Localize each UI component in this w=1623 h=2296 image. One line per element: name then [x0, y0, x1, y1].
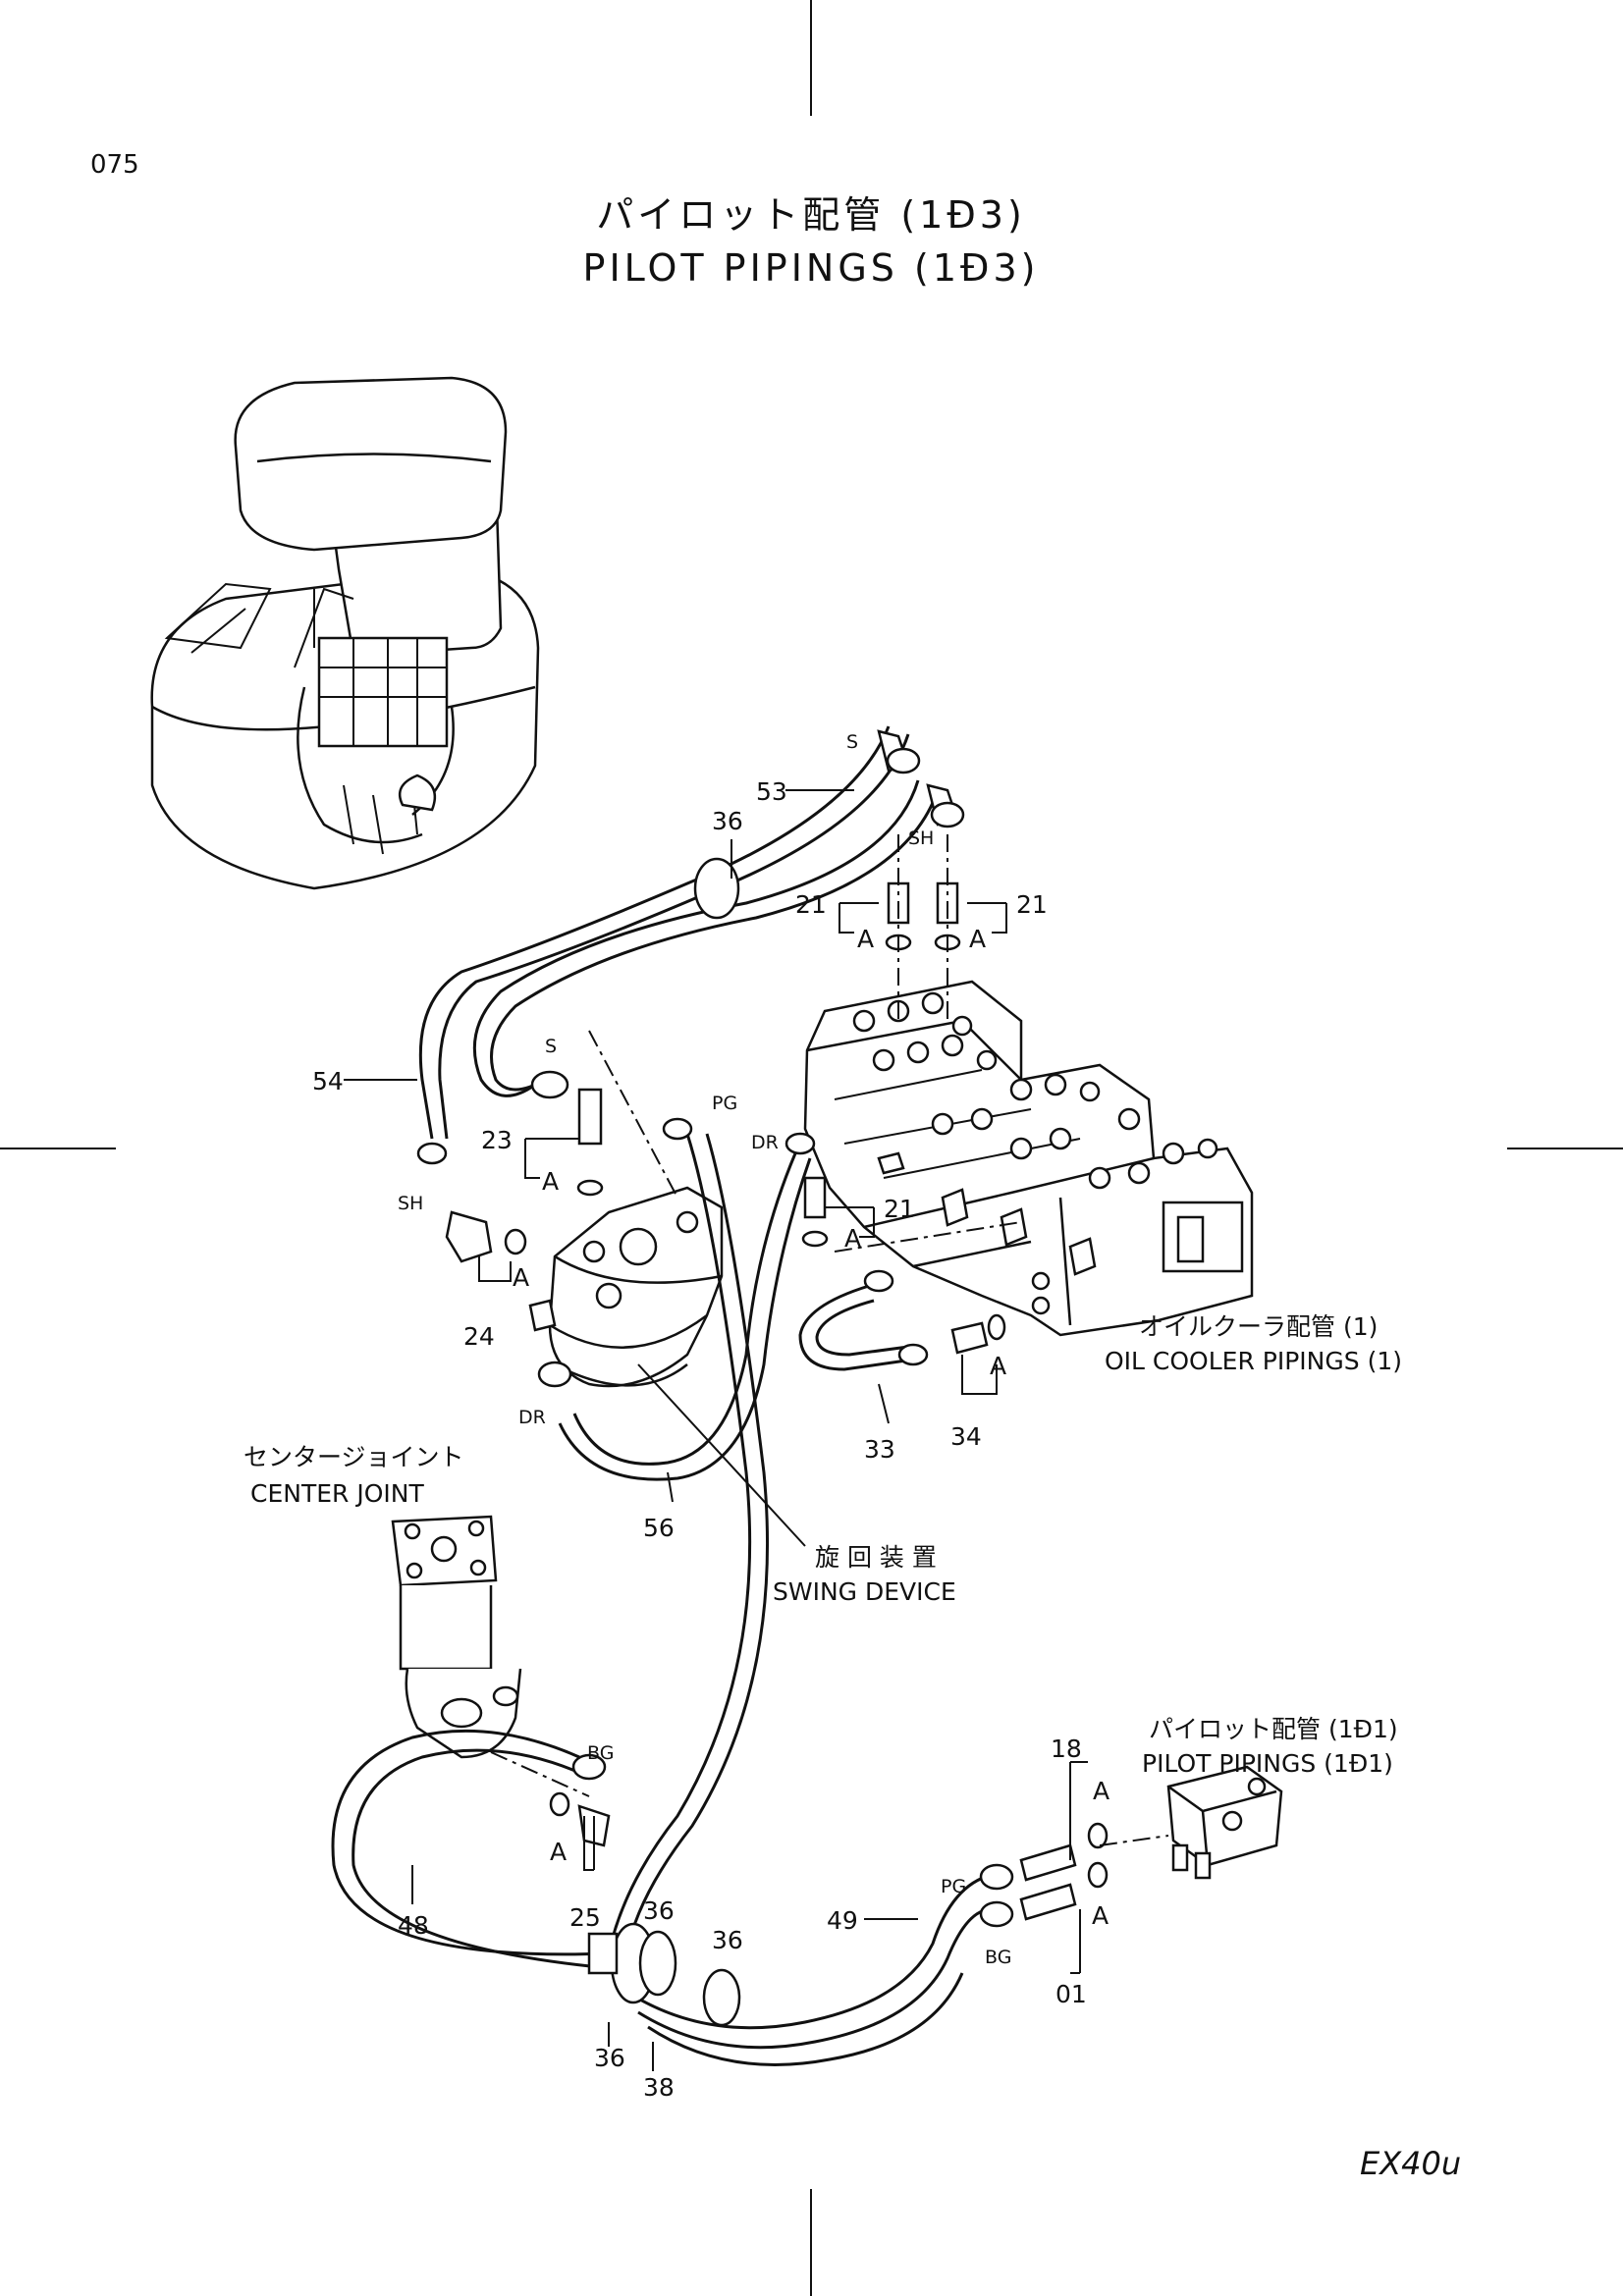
- callout-s-mid: S: [545, 1036, 557, 1057]
- callout-36-c: 36: [594, 2044, 625, 2072]
- notes: オイルクーラ配管 (1) OIL COOLER PIPINGS (1) センター…: [243, 1312, 1402, 1778]
- page-number: 075: [90, 150, 139, 180]
- callout-01: 01: [1055, 1980, 1087, 2008]
- callout-a-right: A: [969, 925, 986, 953]
- callout-36-b: 36: [712, 1926, 743, 1954]
- callout-36-top: 36: [712, 807, 743, 835]
- callout-a-21low: A: [844, 1224, 861, 1253]
- callout-33: 33: [864, 1435, 895, 1464]
- callout-25: 25: [569, 1903, 601, 1932]
- callout-pg-mid: PG: [712, 1093, 737, 1114]
- callout-36-a: 36: [643, 1896, 675, 1925]
- callout-21-left: 21: [795, 890, 827, 919]
- note-swing-device-jp: 旋 回 装 置: [815, 1543, 937, 1572]
- callout-a-01: A: [1092, 1901, 1109, 1930]
- note-oil-cooler-jp: オイルクーラ配管 (1): [1139, 1312, 1378, 1341]
- callout-49: 49: [827, 1906, 858, 1935]
- note-oil-cooler-en: OIL COOLER PIPINGS (1): [1105, 1347, 1402, 1375]
- title-english: PILOT PIPINGS (1Ð3): [583, 246, 1040, 290]
- control-valve: [803, 980, 1254, 1337]
- note-pilot-ref-en: PILOT PIPINGS (1Ð1): [1142, 1749, 1393, 1778]
- callout-dr-mid: DR: [751, 1132, 779, 1153]
- callout-a-23: A: [542, 1167, 559, 1196]
- callout-a-18: A: [1093, 1777, 1109, 1805]
- swing-device: [528, 1186, 724, 1388]
- note-swing-device-en: SWING DEVICE: [773, 1577, 956, 1606]
- pilot-valve-block: [1166, 1765, 1283, 1880]
- callout-21-low: 21: [884, 1195, 915, 1223]
- hoses: [331, 725, 993, 2066]
- callout-38: 38: [643, 2073, 675, 2102]
- callout-48: 48: [398, 1911, 429, 1940]
- callout-sh-top: SH: [908, 828, 934, 849]
- callout-56: 56: [643, 1514, 675, 1542]
- note-pilot-ref-jp: パイロット配管 (1Ð1): [1149, 1715, 1398, 1743]
- callout-34: 34: [950, 1422, 982, 1451]
- machine-overview: [150, 376, 540, 890]
- callout-53: 53: [756, 777, 787, 806]
- callout-sh-left: SH: [398, 1193, 423, 1214]
- center-joint: [391, 1515, 522, 1759]
- model-name: EX40u: [1360, 2145, 1461, 2182]
- note-center-joint-en: CENTER JOINT: [250, 1479, 424, 1508]
- callout-54: 54: [312, 1067, 344, 1095]
- title-japanese: パイロット配管 (1Ð3): [596, 193, 1026, 237]
- callout-bg-left: BG: [587, 1742, 614, 1764]
- callout-a-24: A: [513, 1263, 529, 1292]
- callout-a-25: A: [550, 1838, 567, 1866]
- callout-24: 24: [463, 1322, 495, 1351]
- callout-18: 18: [1051, 1735, 1082, 1763]
- callout-21-right: 21: [1016, 890, 1048, 919]
- callout-23: 23: [481, 1126, 513, 1154]
- callout-s-top: S: [846, 731, 858, 753]
- callout-a-34: A: [990, 1352, 1006, 1380]
- note-center-joint-jp: センタージョイント: [243, 1443, 464, 1471]
- callout-a-left: A: [857, 925, 874, 953]
- callout-bg-right: BG: [985, 1947, 1011, 1968]
- callout-dr-left: DR: [518, 1407, 546, 1428]
- callout-pg-right: PG: [941, 1876, 966, 1897]
- callouts: 53 S SH 36 21 21 A A 54 S 23 A PG DR 21 …: [312, 731, 1109, 2102]
- leader-lines: [344, 789, 1169, 2071]
